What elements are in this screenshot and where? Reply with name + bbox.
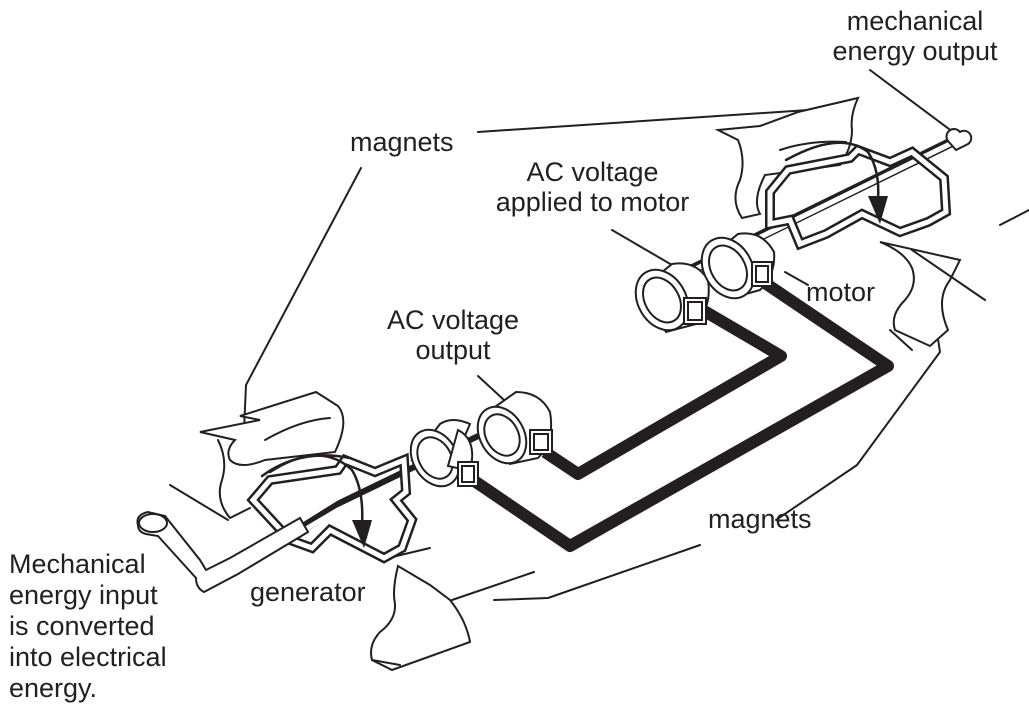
mechanical-energy-input-label: Mechanical energy input is converted int… [9,549,167,704]
ac-voltage-motor-label: AC voltage applied to motor [470,157,715,217]
mechanical-input-line-1: Mechanical [9,549,167,580]
motor-label: motor [806,277,875,307]
mechanical-output-line-2: energy output [810,36,1020,66]
ac-motor-line-2: applied to motor [470,187,715,217]
mechanical-input-line-5: energy. [9,673,167,704]
mechanical-input-line-2: energy input [9,580,167,611]
motor-slip-ring-outer [625,260,709,339]
magnets-label-bottom: magnets [708,504,812,534]
ac-output-line-2: output [358,335,548,365]
generator-slip-ring-outer [468,392,552,472]
mechanical-output-line-1: mechanical [810,6,1020,36]
generator-magnet-bottom [371,548,534,670]
generator-label: generator [250,577,366,607]
ac-output-line-1: AC voltage [358,305,548,335]
motor-coil [770,150,946,244]
mechanical-input-line-4: into electrical [9,642,167,673]
magnets-label-top: magnets [350,127,454,157]
mechanical-energy-output-label: mechanical energy output [810,6,1020,66]
ac-motor-line-1: AC voltage [470,157,715,187]
generator-slip-ring-inner [401,420,478,495]
ac-voltage-output-label: AC voltage output [358,305,548,365]
mechanical-input-line-3: is converted [9,611,167,642]
